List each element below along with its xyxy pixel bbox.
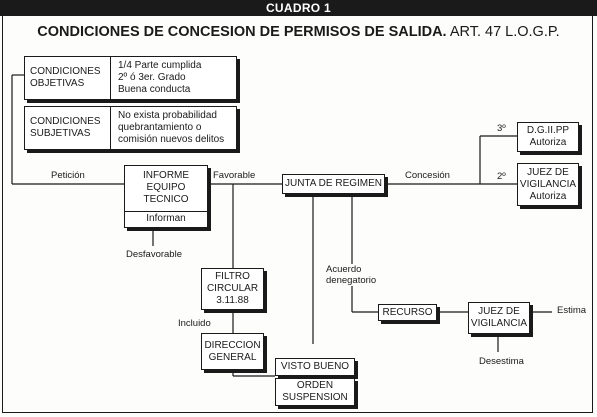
direccion-general-box: DIRECCION GENERAL xyxy=(201,333,264,370)
desestima-label: Desestima xyxy=(478,356,525,367)
orden-suspension-box: ORDEN SUSPENSION xyxy=(275,378,355,406)
estima-label: Estima xyxy=(556,305,588,316)
subjective-divider xyxy=(110,107,111,149)
grado-2-label: 2º xyxy=(496,171,507,182)
informe-informan-label: Informan xyxy=(146,213,186,224)
concesion-label: Concesión xyxy=(404,170,451,181)
diagram-title: CONDICIONES DE CONCESION DE PERMISOS DE … xyxy=(0,24,597,40)
visto-bueno-box: VISTO BUENO xyxy=(275,358,355,376)
table-badge: CUADRO 1 xyxy=(0,0,597,16)
informe-equipo-tecnico-title: INFORME EQUIPO TECNICO xyxy=(142,170,190,205)
dgiipp-box: D.G.II.PP Autoriza xyxy=(517,122,579,152)
juez-vigilancia-box: JUEZ DE VIGILANCIA xyxy=(468,302,530,334)
title-main: CONDICIONES DE CONCESION DE PERMISOS DE … xyxy=(37,24,447,40)
objective-conditions-items: 1/4 Parte cumplida 2º ó 3er. Grado Buena… xyxy=(118,60,202,95)
grado-3-label: 3º xyxy=(496,123,507,134)
subjective-conditions-label: CONDICIONES SUBJETIVAS xyxy=(30,116,101,139)
informe-divider xyxy=(125,211,207,212)
recurso-box: RECURSO xyxy=(378,304,437,321)
objective-conditions-label: CONDICIONES OBJETIVAS xyxy=(30,66,101,89)
filtro-circular-box: FILTRO CIRCULAR 3.11.88 xyxy=(201,268,264,310)
informe-equipo-tecnico-box: INFORME EQUIPO TECNICO Informan xyxy=(124,165,208,228)
acuerdo-denegatorio-label: Acuerdo denegatorio xyxy=(325,264,378,286)
favorable-label: Favorable xyxy=(212,170,257,181)
objective-divider xyxy=(110,57,111,99)
juez-vigilancia-autoriza-box: JUEZ DE VIGILANCIA Autoriza xyxy=(517,163,579,206)
title-article: ART. 47 L.O.G.P. xyxy=(449,24,560,40)
peticion-label: Petición xyxy=(50,170,86,181)
subjective-conditions-items: No exista probabilidad quebrantamiento o… xyxy=(118,110,225,145)
subjective-conditions-box: CONDICIONES SUBJETIVAS No exista probabi… xyxy=(24,106,237,150)
objective-conditions-box: CONDICIONES OBJETIVAS 1/4 Parte cumplida… xyxy=(24,56,237,100)
junta-de-regimen-box: JUNTA DE REGIMEN xyxy=(282,174,385,194)
desfavorable-label: Desfavorable xyxy=(125,249,183,260)
incluido-label: Incluido xyxy=(177,318,212,329)
